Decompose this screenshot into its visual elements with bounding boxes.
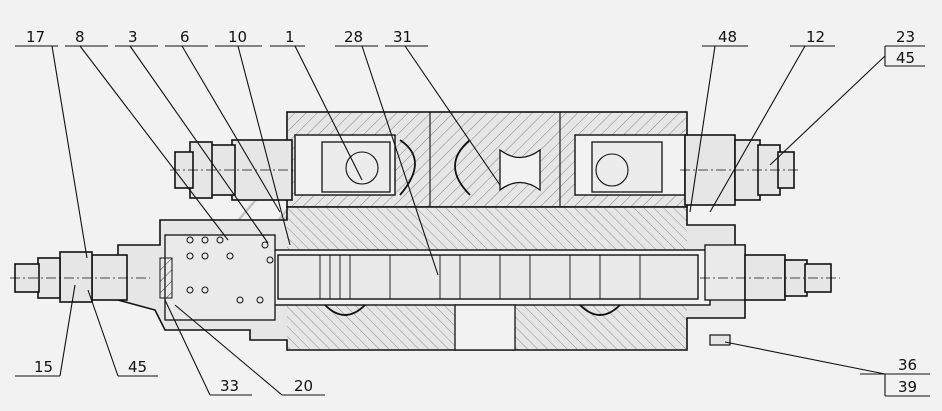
callout-48: 48 xyxy=(718,28,737,46)
callout-45: 45 xyxy=(128,358,147,376)
callout-3: 3 xyxy=(128,28,138,46)
callout-6: 6 xyxy=(180,28,190,46)
lower-left-fitting xyxy=(10,251,150,303)
callout-15: 15 xyxy=(34,358,53,376)
callout-17: 17 xyxy=(26,28,45,46)
callout-36: 36 xyxy=(898,356,917,374)
callout-20: 20 xyxy=(294,377,313,395)
lower-right-fitting xyxy=(700,254,840,301)
callout-45-top: 45 xyxy=(896,49,915,67)
callout-39: 39 xyxy=(898,378,917,396)
callout-8: 8 xyxy=(75,28,85,46)
callout-1: 1 xyxy=(285,28,295,46)
leader-lines xyxy=(15,45,930,397)
lower-valve-body xyxy=(117,206,746,351)
callout-33: 33 xyxy=(220,377,239,395)
callout-labels: 17 8 3 6 10 1 28 31 48 12 23 45 15 45 33… xyxy=(26,28,917,396)
upper-valve-body xyxy=(286,111,688,208)
callout-28: 28 xyxy=(344,28,363,46)
callout-31: 31 xyxy=(393,28,412,46)
upper-left-plug xyxy=(170,139,295,201)
callout-10: 10 xyxy=(228,28,247,46)
callout-23: 23 xyxy=(896,28,915,46)
upper-right-plug xyxy=(680,134,800,206)
callout-12: 12 xyxy=(806,28,825,46)
